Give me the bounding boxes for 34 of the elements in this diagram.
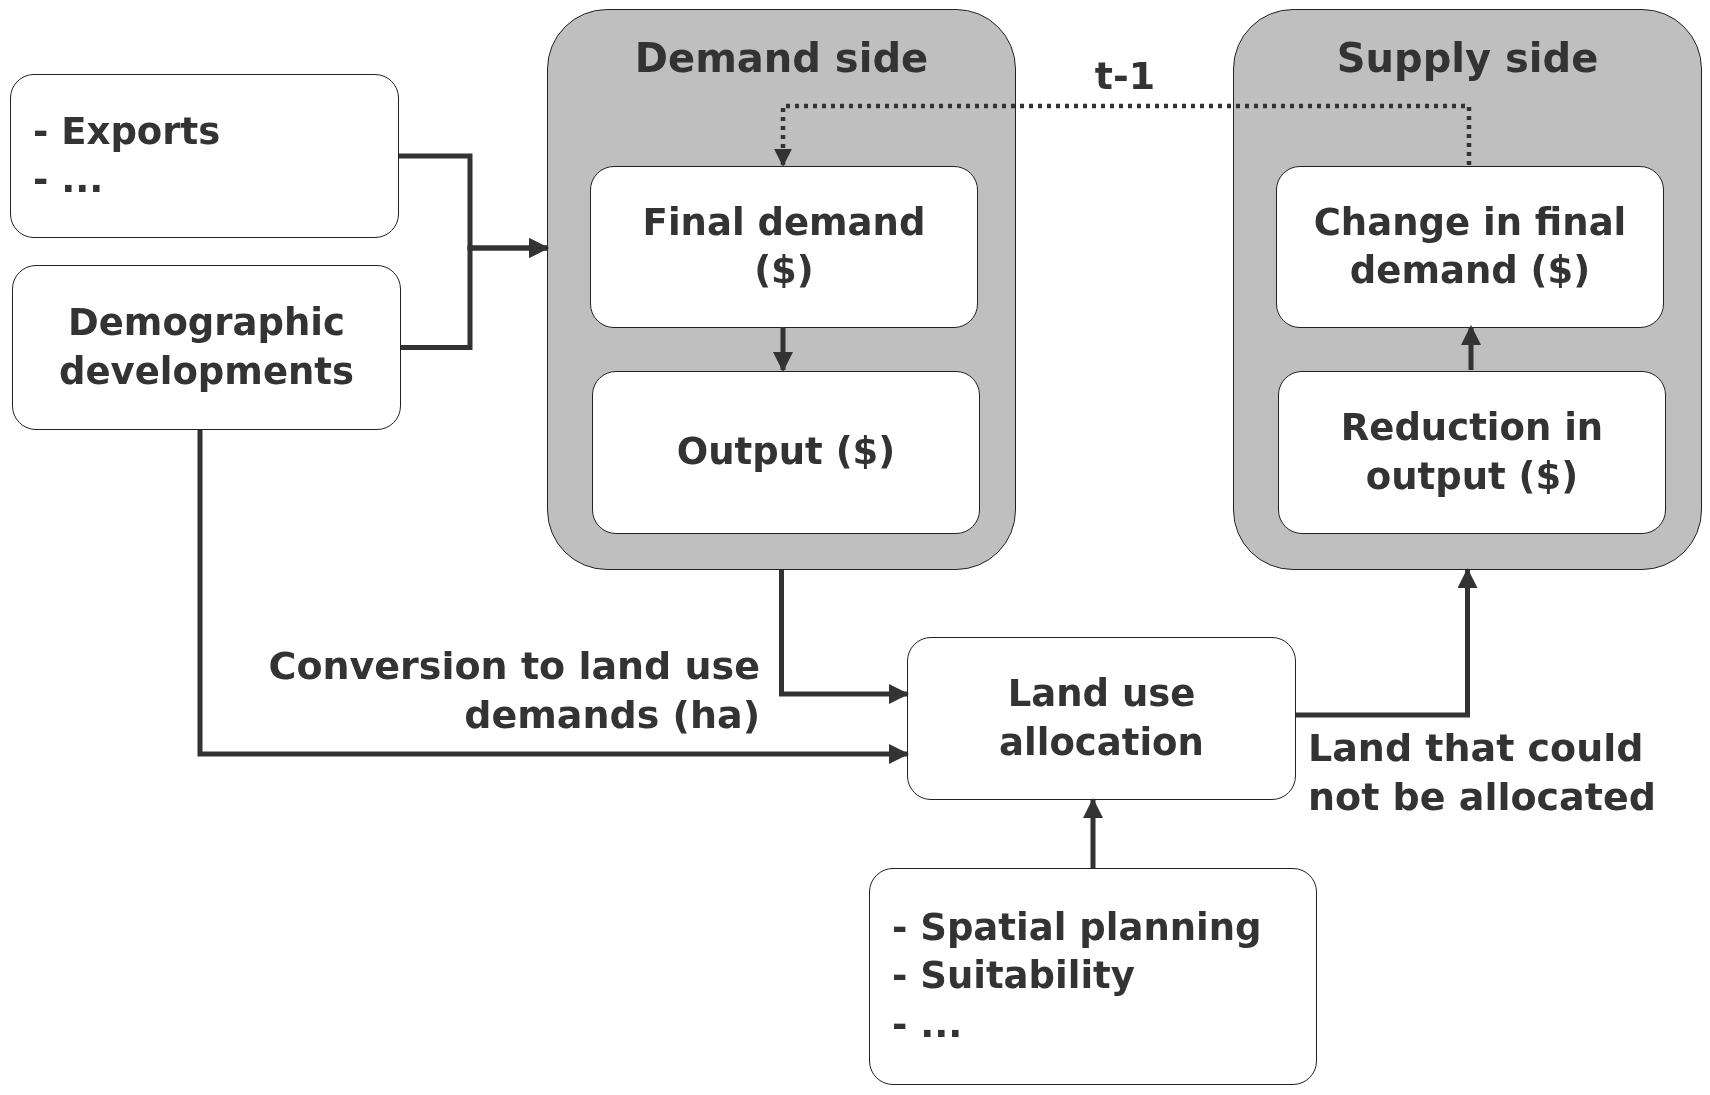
arrow — [1296, 568, 1478, 718]
group-title: Supply side — [1336, 34, 1599, 83]
arrow — [1083, 798, 1103, 868]
edge-label: Conversion to land use demands (ha) — [267, 643, 760, 740]
arrow — [197, 430, 909, 764]
arrow — [401, 238, 549, 350]
node-text: Reduction in output ($) — [1339, 405, 1605, 500]
process-box — [869, 868, 1317, 1085]
group-panel — [1233, 9, 1702, 570]
node-text: Land use allocation — [998, 671, 1205, 766]
edge-label: Land that could not be allocated — [1308, 725, 1657, 822]
process-box — [1276, 166, 1664, 328]
group-title: Demand side — [634, 34, 929, 83]
node-text: - ... — [33, 157, 104, 203]
node-text: - Spatial planning — [892, 905, 1262, 952]
node-text: - Suitability — [892, 953, 1135, 1000]
arrow — [773, 327, 793, 372]
arrow — [774, 103, 1472, 167]
group-panel — [547, 9, 1016, 570]
process-box — [590, 166, 978, 328]
process-box — [907, 637, 1296, 800]
node-text: Output ($) — [676, 429, 896, 476]
process-box — [10, 74, 399, 238]
process-box — [592, 371, 980, 534]
node-text: - ... — [892, 1001, 963, 1048]
process-box — [1278, 371, 1666, 534]
arrow — [1461, 325, 1481, 370]
arrow — [779, 570, 909, 704]
node-text: Change in final demand ($) — [1312, 199, 1628, 294]
node-text: Demographic developments — [57, 300, 356, 395]
edge-label: t-1 — [1093, 53, 1157, 100]
node-text: Final demand ($) — [641, 199, 927, 294]
node-text: - Exports — [33, 108, 221, 155]
process-box — [12, 265, 401, 430]
